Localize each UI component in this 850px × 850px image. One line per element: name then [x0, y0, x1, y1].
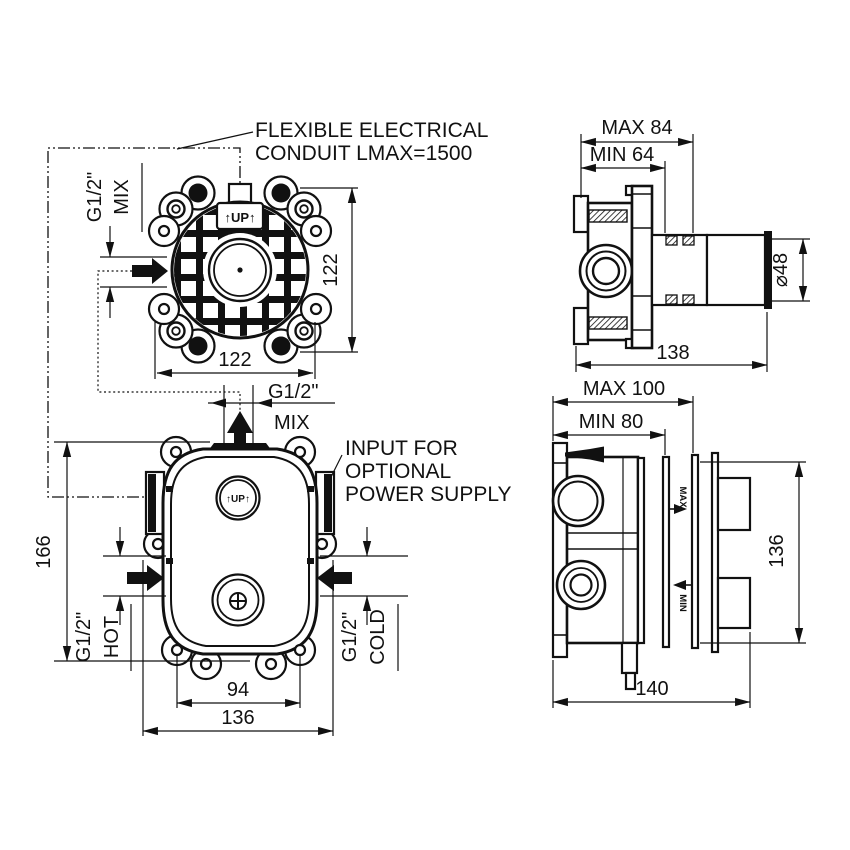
dim-side-width: 140 — [635, 678, 668, 700]
conduit-routing-phantom-line — [47, 131, 254, 498]
adjustment-rails — [636, 451, 720, 654]
dim-flange-width: 122 — [218, 349, 251, 371]
dim-depth-min: MIN 64 — [590, 144, 654, 166]
dim-total-length: 138 — [656, 342, 689, 364]
dim-flange-height: 122 — [320, 253, 342, 286]
up-marking-box — [215, 201, 265, 231]
back-block-upper — [716, 476, 752, 532]
wall-bracket-tab — [572, 306, 590, 346]
side-view-lower-dimensions: MAX 100 MIN 80 136 140 — [552, 378, 806, 708]
flange-front-view: ↑UP↑ 122 122 G1/2" MIX — [84, 163, 358, 379]
body-front-view: ↑UP↑ 166 G1/2" MIX — [33, 381, 408, 736]
label-cold-thread: G1/2" — [339, 612, 361, 662]
dim-body-width: 136 — [221, 707, 254, 729]
body-view-dimensions: 166 G1/2" MIX G1/2" HOT G1/2" COLD — [33, 381, 408, 736]
side-view-upper-dimensions: MAX 84 MIN 64 ⌀48 138 — [575, 117, 810, 372]
electrical-input-fitting-left — [144, 470, 166, 536]
wall-bracket-plate — [551, 441, 569, 659]
label-flange-port-name: MIX — [111, 179, 133, 215]
sleeve-outer — [705, 233, 767, 307]
conduit-note-line1: FLEXIBLE ELECTRICAL — [255, 119, 488, 142]
label-outlet-thread: G1/2" — [268, 381, 318, 403]
power-supply-input-fitting-right — [314, 470, 336, 536]
dim-side-height: 136 — [766, 534, 788, 567]
label-cold-name: COLD — [367, 609, 389, 665]
flange-dimensions: 122 122 G1/2" MIX — [84, 163, 358, 379]
mix-outlet-arrow-icon — [227, 411, 253, 448]
side-inlet-arrow-icon — [132, 258, 168, 284]
conduit-fitting-side — [565, 446, 604, 463]
depth-marking-min: MIN — [673, 580, 691, 612]
guide-nubs — [166, 486, 314, 564]
fixing-screw — [588, 316, 628, 330]
side-view-lower: MAX MIN MAX 100 MIN 80 136 140 — [551, 378, 806, 708]
dim-hole-spacing: 94 — [227, 679, 249, 701]
body-up-marking-label: ↑UP↑ — [226, 494, 250, 505]
hot-inlet-arrow-icon — [127, 565, 164, 591]
valve-body-outline — [161, 447, 319, 656]
center-mark — [237, 267, 243, 273]
depth-marking-max: MAX — [669, 486, 688, 514]
conduit-note: FLEXIBLE ELECTRICAL CONDUIT LMAX=1500 — [255, 119, 488, 165]
label-outlet-name: MIX — [274, 412, 310, 434]
svg-text:MIN: MIN — [677, 594, 688, 612]
sleeve-end-cap — [764, 231, 772, 309]
dim-sleeve-diameter: ⌀48 — [770, 253, 792, 287]
dim-depth-max: MAX 84 — [601, 117, 672, 139]
power-note-line1: INPUT FOR — [345, 437, 458, 460]
side-port-upper — [551, 474, 605, 528]
power-note-line3: POWER SUPPLY — [345, 483, 511, 506]
back-block-lower — [716, 576, 752, 630]
side-port — [578, 243, 634, 299]
support-leg — [620, 641, 639, 675]
conduit-note-line2: CONDUIT LMAX=1500 — [255, 142, 472, 165]
fixing-screw — [588, 209, 628, 223]
dim-body-height: 166 — [33, 535, 55, 568]
wall-bracket-tab — [572, 194, 590, 234]
cold-inlet-arrow-icon — [317, 565, 352, 591]
label-hot-thread: G1/2" — [73, 612, 95, 662]
up-marking-label: ↑UP↑ — [224, 210, 255, 225]
power-note-leader — [324, 454, 343, 490]
sleeve-inner — [650, 233, 709, 307]
flange-screw-holes — [157, 183, 323, 356]
power-note-line2: OPTIONAL — [345, 460, 451, 483]
side-view-upper: MAX 84 MIN 64 ⌀48 138 — [572, 117, 810, 372]
mounting-flange-plate — [630, 184, 654, 350]
screw-head-icon — [229, 592, 247, 610]
svg-text:MAX: MAX — [677, 486, 688, 508]
up-marking-circle — [215, 475, 261, 521]
dim-depth-min2: MIN 80 — [579, 411, 643, 433]
power-note: INPUT FOR OPTIONAL POWER SUPPLY — [345, 437, 511, 506]
support-foot — [624, 671, 637, 691]
dim-depth-max2: MAX 100 — [583, 378, 665, 400]
label-flange-port-thread: G1/2" — [84, 172, 106, 222]
label-hot-name: HOT — [101, 616, 123, 658]
